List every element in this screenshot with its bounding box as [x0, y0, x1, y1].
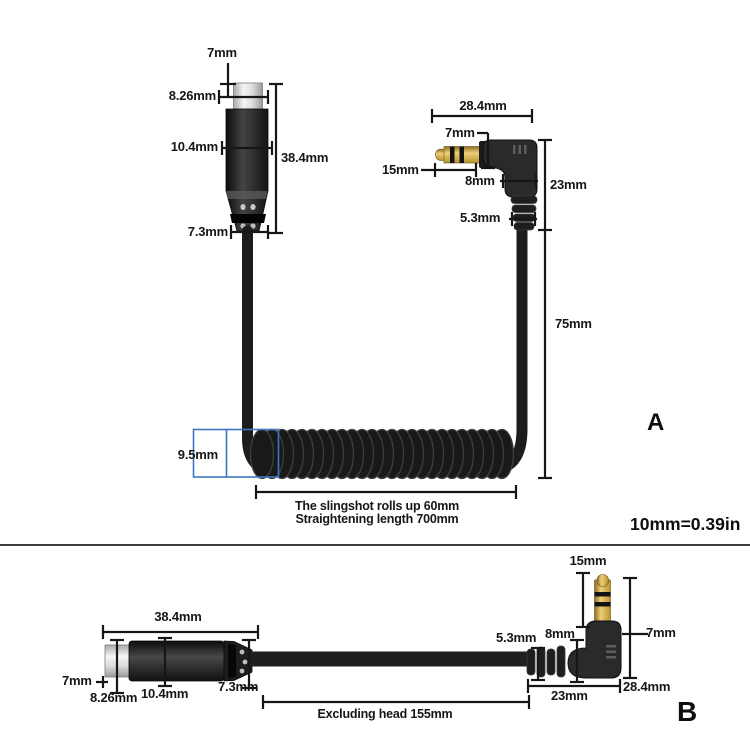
female-connector-b	[104, 640, 253, 682]
dim-b-male-cable: 5.3mm	[496, 630, 537, 645]
coil-note-line1: The slingshot rolls up 60mm	[294, 499, 460, 513]
dim-b-male-base-width: 23mm	[551, 688, 588, 703]
dim-b-male-plug-length: 15mm	[569, 553, 607, 568]
coil-measure-box	[192, 428, 280, 478]
dim-a-male-neck: 8mm	[465, 173, 495, 188]
dim-a-female-body-diameter: 10.4mm	[170, 139, 218, 154]
dim-b-female-tail-diameter: 7.3mm	[218, 679, 259, 694]
dim-a-male-plug-length: 15mm	[382, 162, 419, 177]
female-connector-a	[225, 82, 269, 232]
coil-note-line2: Straightening length 700mm	[295, 512, 459, 526]
dim-a-male-cable: 5.3mm	[460, 210, 501, 225]
section-a-label: A	[647, 409, 665, 436]
male-connector-b	[526, 574, 622, 679]
dim-b-male-collar: 7mm	[646, 625, 676, 640]
dim-b-female-length: 38.4mm	[154, 609, 202, 624]
dim-b-female-body-diameter: 10.4mm	[141, 686, 189, 701]
dim-a-male-height: 23mm	[550, 177, 587, 192]
dim-b-male-height: 28.4mm	[623, 679, 671, 694]
dim-a-female-length: 38.4mm	[281, 150, 329, 165]
cable-note-b: Excluding head 155mm	[317, 707, 453, 721]
section-b-label: B	[677, 696, 698, 727]
dim-a-male-collar: 7mm	[445, 125, 475, 140]
dim-a-coil-diameter: 9.5mm	[177, 447, 218, 462]
dim-b-female-tip-diameter: 8.26mm	[90, 690, 138, 705]
dim-a-female-tip-width: 7mm	[207, 45, 237, 60]
dim-b-female-tip-width: 7mm	[62, 673, 92, 688]
dim-a-female-tail-diameter: 7.3mm	[187, 224, 228, 239]
cable-b	[250, 651, 532, 667]
coiled-cable	[249, 428, 515, 480]
dim-a-male-drop: 75mm	[555, 316, 592, 331]
dim-b-male-neck: 8mm	[545, 626, 575, 641]
section-divider	[0, 544, 750, 546]
dimension-lines-b	[96, 571, 648, 709]
dimension-lines-a	[217, 63, 552, 499]
scale-conversion-note: 10mm=0.39in	[630, 514, 741, 534]
dim-a-female-tip-diameter: 8.26mm	[168, 88, 216, 103]
dim-a-male-width: 28.4mm	[459, 98, 507, 113]
